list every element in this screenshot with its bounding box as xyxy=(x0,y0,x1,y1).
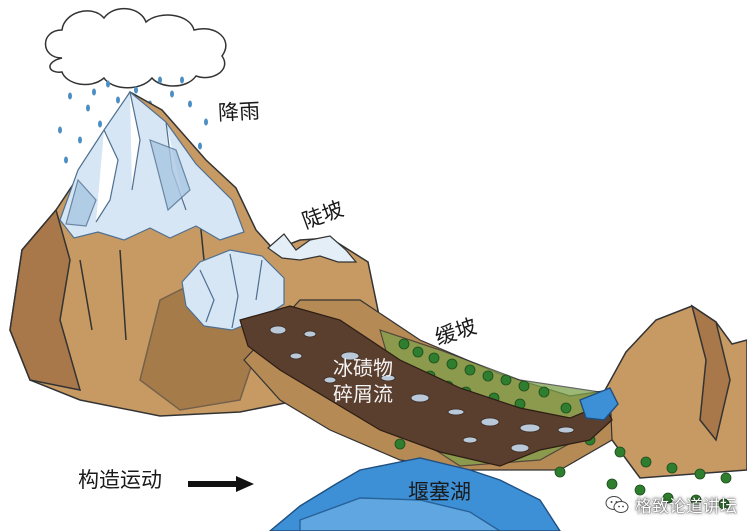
label-rain: 降雨 xyxy=(217,98,261,126)
debris-flow xyxy=(239,305,613,467)
watermark: 格致论道讲坛 xyxy=(605,492,737,517)
watermark-text: 格致论道讲坛 xyxy=(635,497,737,517)
right-arrow-icon xyxy=(188,476,254,492)
dammed-lake xyxy=(268,387,619,531)
wechat-icon xyxy=(605,495,629,513)
label-dammed-lake: 堰塞湖 xyxy=(408,480,471,504)
label-debris-flow: 碎屑流 xyxy=(333,382,393,406)
label-tectonic-movement: 构造运动 xyxy=(78,468,162,492)
label-debris: 冰碛物 碎屑流 xyxy=(333,355,393,407)
glacier-peak xyxy=(59,91,245,241)
label-glacial-till: 冰碛物 xyxy=(333,356,393,380)
cloud xyxy=(44,8,227,89)
ice-block xyxy=(181,249,285,331)
steep-slope-peaks xyxy=(267,233,358,263)
right-mountain xyxy=(603,304,747,479)
